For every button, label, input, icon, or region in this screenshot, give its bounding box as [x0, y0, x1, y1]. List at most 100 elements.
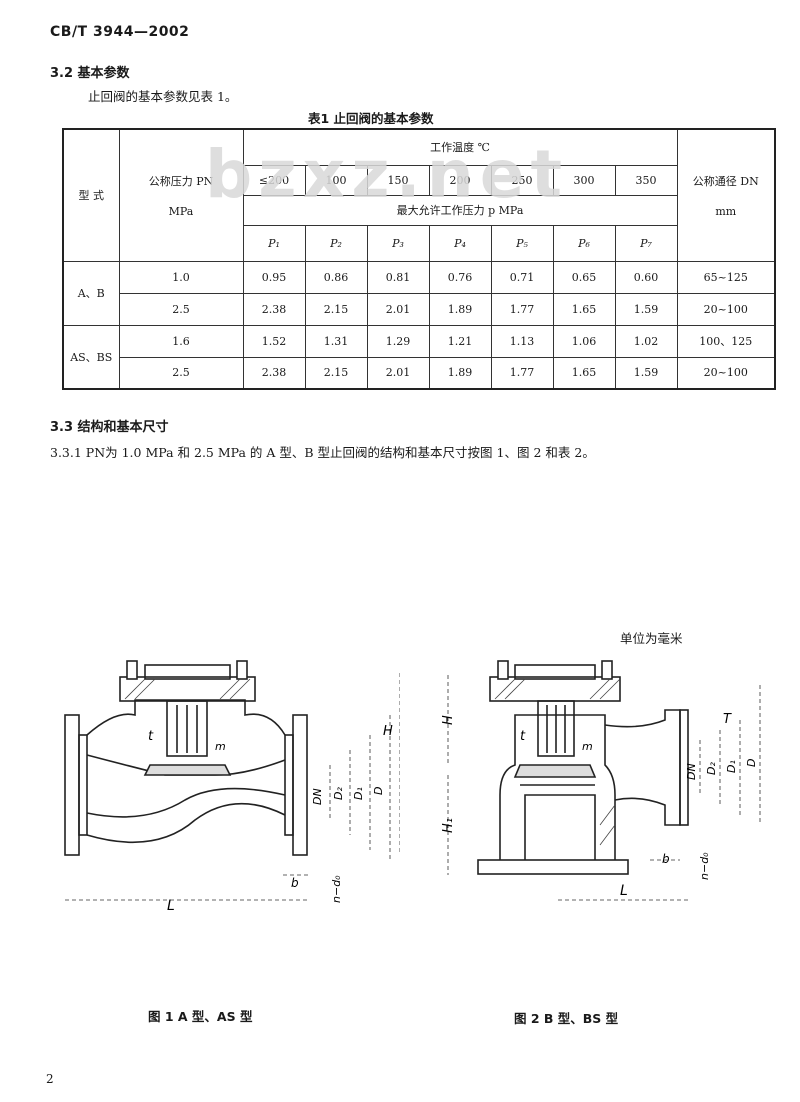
subscript-cell: P₂: [304, 224, 368, 262]
subscript-cell: P₃: [366, 224, 430, 262]
value-cell: 1.59: [614, 292, 678, 326]
value-cell: 0.76: [428, 260, 492, 294]
value-cell: 2.38: [242, 292, 306, 326]
col-type-header: 型 式: [62, 128, 120, 262]
value-cell: 1.21: [428, 324, 492, 358]
fig1-label-b: b: [291, 876, 299, 890]
dn-cell: 20~100: [676, 356, 776, 390]
pn-cell: 1.6: [118, 324, 244, 358]
value-cell: 0.60: [614, 260, 678, 294]
value-cell: 1.89: [428, 292, 492, 326]
value-cell: 2.01: [366, 292, 430, 326]
fig2-label-b: b: [662, 852, 670, 866]
subscript-cell: P₇: [614, 224, 678, 262]
bonnet: [119, 676, 256, 702]
subscript-cell: P₅: [490, 224, 554, 262]
temp-header: 工作温度 ℃: [242, 128, 678, 166]
pn-cell: 2.5: [118, 356, 244, 390]
temp-cell: 350: [614, 164, 678, 196]
page-number: 2: [46, 1072, 54, 1086]
value-cell: 1.02: [614, 324, 678, 358]
fig2-label-H1: H₁: [441, 818, 456, 833]
col-dn-label: 公称通径 DN: [692, 174, 759, 188]
pn-cell: 2.5: [118, 292, 244, 326]
figure-2-caption: 图 2 B 型、BS 型: [514, 1011, 619, 1026]
standard-number: CB/T 3944—2002: [50, 24, 190, 40]
fig1-label-D: D: [372, 787, 385, 795]
fig1-label-H: H: [383, 724, 393, 739]
fig2-label-T: T: [723, 712, 732, 727]
fig1-label-m: m: [215, 740, 226, 753]
col-dn-header: 公称通径 DN mm: [676, 128, 776, 262]
value-cell: 1.65: [552, 356, 616, 390]
right-flange: [292, 714, 308, 856]
fig2-label-D2: D₂: [705, 762, 718, 775]
value-cell: 1.65: [552, 292, 616, 326]
value-cell: 1.29: [366, 324, 430, 358]
value-cell: 1.13: [490, 324, 554, 358]
temp-cell: 200: [428, 164, 492, 196]
value-cell: 1.31: [304, 324, 368, 358]
fig2-label-t: t: [520, 729, 526, 744]
temp-cell: ≤200: [242, 164, 306, 196]
value-cell: 1.89: [428, 356, 492, 390]
value-cell: 0.86: [304, 260, 368, 294]
value-cell: 1.06: [552, 324, 616, 358]
fig1-label-DN: DN: [311, 788, 324, 805]
value-cell: 1.77: [490, 356, 554, 390]
col-pressure-label: 公称压力 PN: [148, 174, 214, 188]
fig1-label-D1: D₁: [352, 787, 365, 800]
value-cell: 2.15: [304, 356, 368, 390]
subscript-cell: P₁: [242, 224, 306, 262]
value-cell: 0.95: [242, 260, 306, 294]
fig1-label-D2: D₂: [332, 787, 345, 800]
fig1-label-nd: n−d₀: [330, 875, 343, 903]
col-pressure-unit: MPa: [168, 204, 194, 218]
value-cell: 0.71: [490, 260, 554, 294]
subscript-cell: P₄: [428, 224, 492, 262]
bottom-flange: [477, 859, 629, 875]
fig1-label-t: t: [148, 729, 154, 744]
temp-cell: 250: [490, 164, 554, 196]
fig2-label-D1: D₁: [725, 760, 738, 773]
section-3-2-text: 止回阀的基本参数见表 1。: [88, 89, 238, 104]
type-cell: A、B: [62, 260, 120, 326]
col-pressure-header: 公称压力 PN MPa: [118, 128, 244, 262]
subscript-cell: P₆: [552, 224, 616, 262]
temp-cell: 150: [366, 164, 430, 196]
section-3-3-heading: 3.3 结构和基本尺寸: [50, 420, 169, 435]
table1-title: 表1 止回阀的基本参数: [308, 111, 434, 126]
value-cell: 2.15: [304, 292, 368, 326]
figure-2-drawing: H H₁ t m T DN D₂ D₁ D b n−d₀ L: [441, 660, 761, 901]
fig2-label-DN: DN: [685, 763, 698, 780]
max-pressure-header: 最大允许工作压力 p MPa: [242, 194, 678, 226]
figure-1-drawing: L t m H DN D₂ D₁ D b n−d₀: [64, 660, 400, 914]
table1: 型 式 公称压力 PN MPa 工作温度 ℃ 公称通径 DN mm ≤200 1…: [62, 128, 776, 390]
temp-cell: 100: [304, 164, 368, 196]
table-row: 2.5 2.38 2.15 2.01 1.89 1.77 1.65 1.59 2…: [63, 292, 776, 326]
value-cell: 2.38: [242, 356, 306, 390]
value-cell: 1.77: [490, 292, 554, 326]
section-3-3-1-text: 3.3.1 PN为 1.0 MPa 和 2.5 MPa 的 A 型、B 型止回阀…: [50, 445, 595, 460]
value-cell: 2.01: [366, 356, 430, 390]
left-flange: [64, 714, 80, 856]
temp-cell: 300: [552, 164, 616, 196]
fig1-label-L: L: [167, 898, 175, 914]
value-cell: 0.81: [366, 260, 430, 294]
dn-cell: 65~125: [676, 260, 776, 294]
table-row: AS、BS 1.6 1.52 1.31 1.29 1.21 1.13 1.06 …: [62, 324, 776, 390]
figure-1-caption: 图 1 A 型、AS 型: [148, 1009, 253, 1024]
fig2-label-m: m: [582, 740, 593, 753]
table-row: A、B 1.0 0.95 0.86 0.81 0.76 0.71 0.65 0.…: [62, 260, 776, 326]
type-cell: AS、BS: [62, 324, 120, 390]
fig2-label-L: L: [620, 883, 628, 899]
value-cell: 1.52: [242, 324, 306, 358]
fig2-label-D: D: [745, 759, 758, 767]
fig2-label-nd: n−d₀: [698, 852, 711, 880]
table-row: 2.5 2.38 2.15 2.01 1.89 1.77 1.65 1.59 2…: [63, 356, 776, 390]
dn-cell: 20~100: [676, 292, 776, 326]
unit-note: 单位为毫米: [620, 631, 683, 646]
section-3-2-heading: 3.2 基本参数: [50, 66, 130, 81]
pn-cell: 1.0: [118, 260, 244, 294]
col-dn-unit: mm: [715, 204, 737, 218]
